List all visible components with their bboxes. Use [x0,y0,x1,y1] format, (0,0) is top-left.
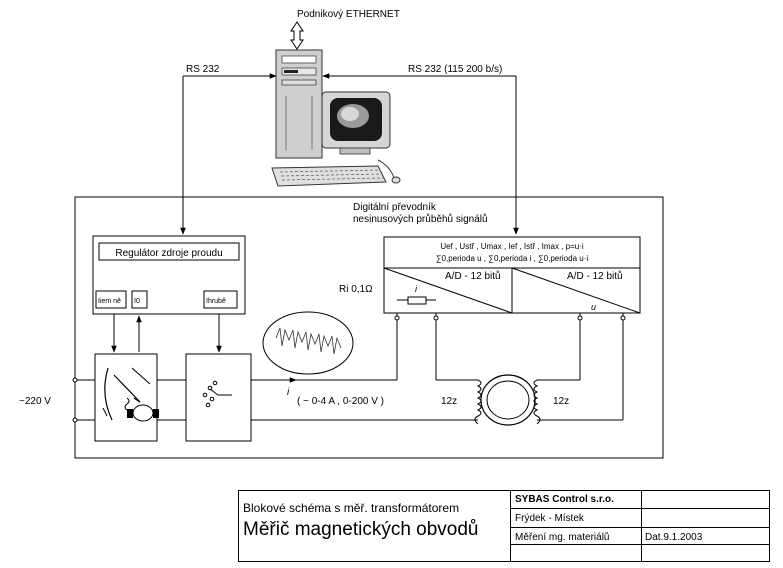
ad-right-label: A/D - 12 bitů [567,270,623,282]
title-block-row-line-3 [511,544,770,545]
terminal-2 [433,315,439,321]
title-block: Blokové schéma s měř. transformátorem Mě… [238,490,770,562]
toroid-transformer [474,374,541,426]
converter-title-2: nesinusových průběhů signálů [353,213,488,225]
title-block-row-line-2 [511,527,770,528]
converter-input-i: i [415,284,418,294]
title-block-date: Dat.9.1.2003 [645,532,703,543]
terminal-1 [394,315,400,321]
title-block-row-line-1 [511,508,770,509]
range-label: ( ~ 0-4 A , 0-200 V ) [297,396,384,407]
variac-block [94,353,159,442]
converter-input-u: u [591,302,596,312]
winding-right-label: 12z [553,396,569,407]
current-symbol: i [287,387,290,398]
ethernet-double-arrow [290,21,304,50]
title-block-city: Frýdek - Místek [515,513,584,524]
terminal-3 [577,315,583,321]
converter-formula-1: Uef , Ustř , Umax , Ief , Istř , Imax , … [440,242,584,251]
converter-formula-2: ∑0,perioda u , ∑0,perioda i , ∑0,perioda… [436,254,589,263]
title-block-divider-main [510,491,511,561]
shunt-label: Ri 0,1Ω [339,284,373,295]
mains-wires [72,320,624,423]
ethernet-label: Podnikový ETHERNET [297,9,400,20]
measurement-enclosure [74,196,664,459]
winding-left-label: 12z [441,396,457,407]
converter-block [383,236,641,314]
ad-left-label: A/D - 12 bitů [445,270,501,282]
regulator-block [92,235,246,315]
regulator-title: Regulátor zdroje proudu [115,248,222,259]
converter-title-1: Digitální převodník [353,202,437,213]
switch-block [185,353,252,442]
mains-label: ~220 V [19,396,51,407]
regulator-input-mid: I0 [134,298,140,305]
shunt-resistor [407,296,427,305]
title-block-company: SYBAS Control s.r.o. [515,494,614,505]
terminal-4 [620,315,626,321]
title-block-project: Měření mg. materiálů [515,532,610,543]
regulator-input-right: Ihrubě [206,298,226,305]
title-block-divider-right [641,491,642,561]
regulator-input-left: Iiem ně [98,298,121,305]
title-block-title: Měřič magnetických obvodů [243,519,479,540]
rs232-left-label: RS 232 [186,64,220,75]
rs232-right-label: RS 232 (115 200 b/s) [408,64,502,75]
title-block-subtitle: Blokové schéma s měř. transformátorem [243,501,460,515]
computer-icon [271,49,401,187]
waveform-icon [262,311,354,375]
